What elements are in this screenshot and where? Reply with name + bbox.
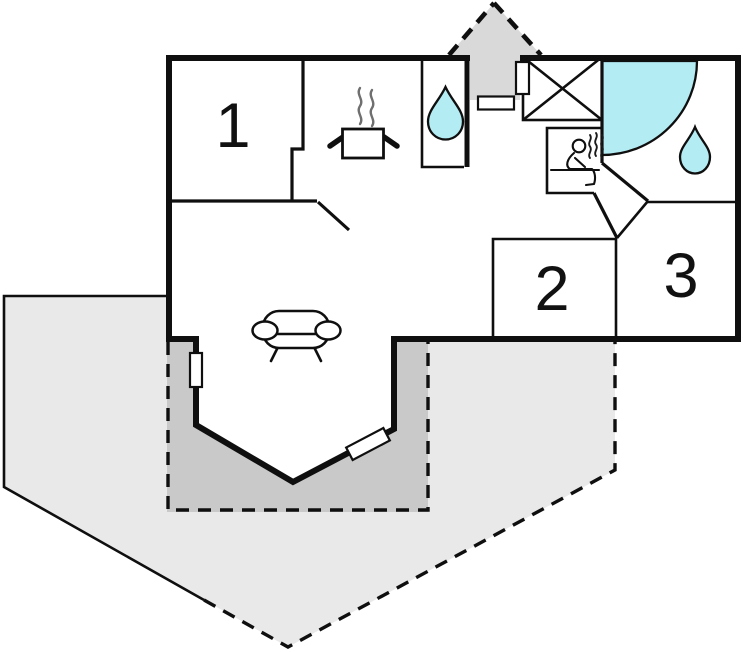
covered-terrace-border-dashed	[166, 342, 430, 512]
sofa-armrest-right	[314, 320, 342, 341]
entrance-door-marker	[476, 95, 516, 111]
stove-steam-lines	[357, 86, 375, 128]
sofa-legs	[269, 345, 323, 363]
terrace-border-dashed	[203, 341, 617, 649]
bedroom1-right-wall	[290, 55, 305, 201]
stove-icon	[327, 86, 400, 160]
interior-walls	[166, 55, 738, 339]
sauna-icon	[549, 132, 604, 187]
terrace-borders	[2, 294, 617, 649]
building-footprint	[166, 55, 741, 484]
wc-walls	[420, 55, 464, 169]
bathroom-water-drop-icon	[678, 123, 712, 175]
entrance-arrow-dashed-edges	[447, 1, 543, 57]
shower-icon	[600, 59, 699, 157]
entrance-arrow-shaft	[470, 55, 520, 100]
wardrobe-cross-icon	[522, 55, 603, 122]
sofa-armrest-left	[251, 320, 279, 341]
sauna-steam-lines	[588, 132, 604, 159]
sauna-walls	[545, 126, 602, 195]
stove-pot	[341, 127, 385, 160]
bathroom-diagonal-wall	[600, 161, 650, 203]
sauna-person-arm	[573, 156, 587, 169]
bedroom2-label: 2	[534, 254, 569, 324]
entrance-arrow-head	[449, 3, 541, 55]
bedroom3-label: 3	[663, 241, 698, 311]
bedroom1-label: 1	[215, 91, 250, 161]
sofa-icon	[251, 309, 342, 363]
bay-window-diagonal-marker	[344, 426, 392, 462]
terrace-border-solid	[2, 294, 205, 602]
bay-window-left-marker	[188, 351, 204, 389]
door-window-markers	[188, 60, 531, 462]
toilet-water-drop-icon	[426, 84, 465, 141]
sauna-person-head	[571, 138, 587, 154]
exterior-walls	[166, 55, 741, 486]
bedroom2-walls	[491, 237, 616, 339]
sauna-diagonal-wall	[592, 192, 619, 239]
bedroom1-door-leaf	[316, 200, 351, 232]
entrance-arrow-icon	[447, 1, 543, 100]
bedroom3-corner-diagonal-wall	[616, 200, 649, 239]
stove-handles	[327, 134, 400, 149]
hall-door-marker	[514, 60, 531, 96]
